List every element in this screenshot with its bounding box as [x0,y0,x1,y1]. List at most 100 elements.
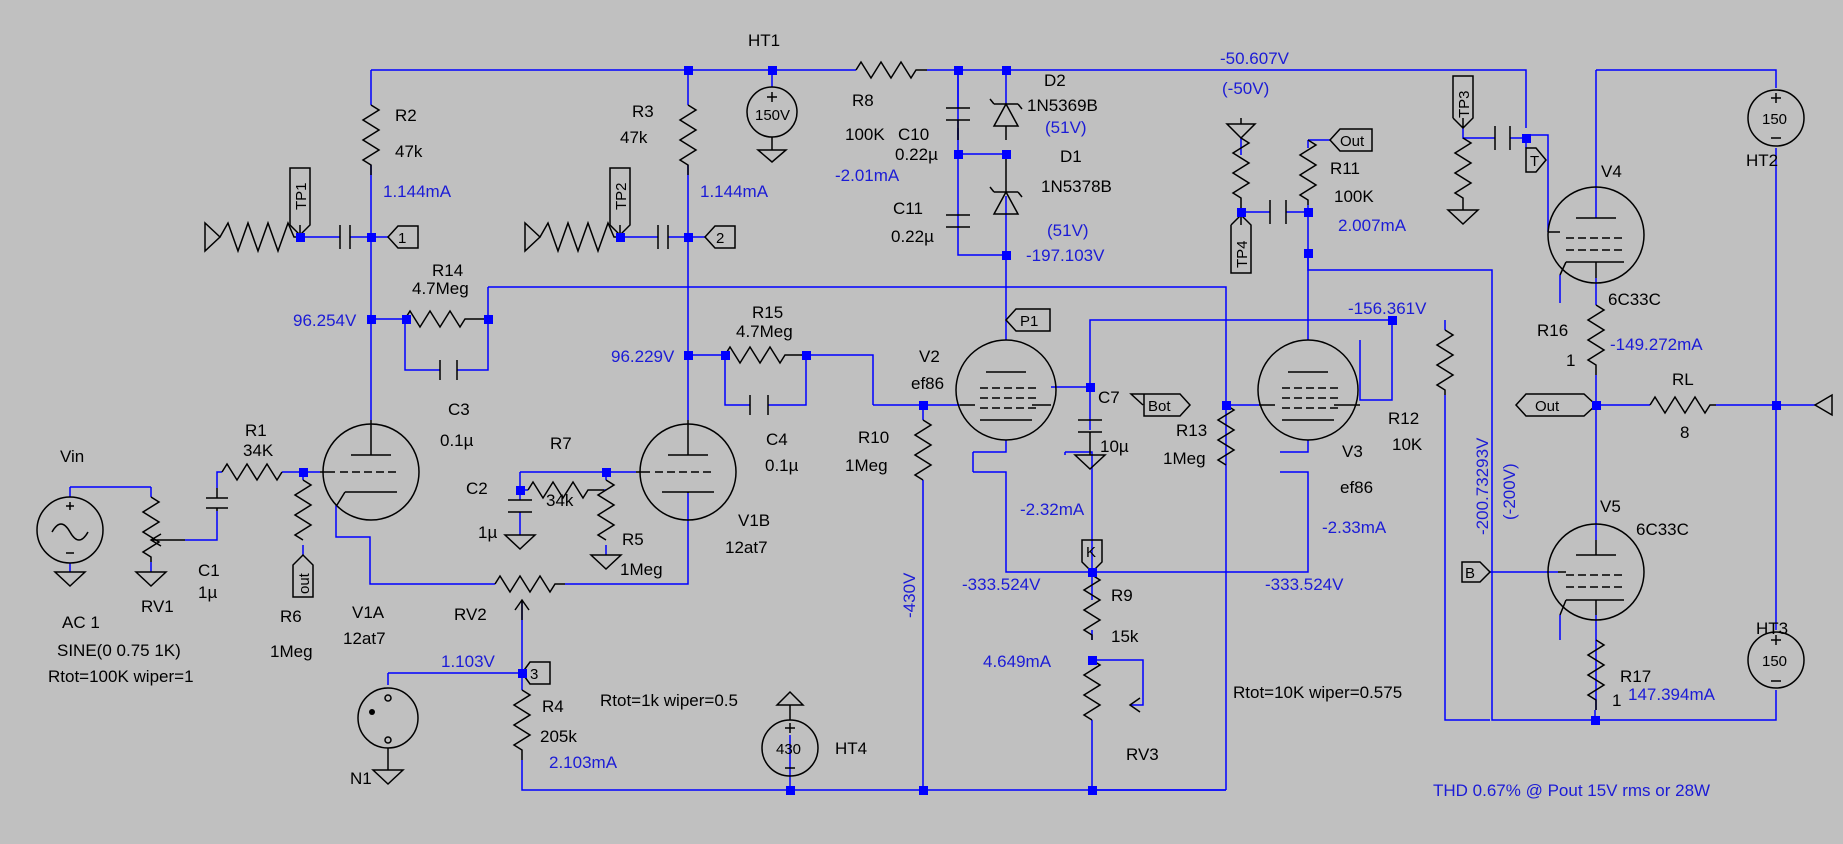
meas-156v: -156.361V [1348,299,1427,318]
label-r9: R9 [1111,586,1133,605]
label-rtot2: Rtot=1k wiper=0.5 [600,691,738,710]
label-r2: R2 [395,106,417,125]
label-r17-val: 1 [1612,691,1621,710]
ac1-source [36,496,104,564]
label-rl-val: 8 [1680,423,1689,442]
rl-resistor [1649,395,1716,415]
label-c10-val: 0.22µ [895,145,938,164]
flag-out-right [1514,393,1598,417]
v1b-tube [636,420,737,521]
label-rtot1: Rtot=100K wiper=1 [48,667,194,686]
label-r11: R11 [1330,159,1360,178]
meas-50607v: -50.607V [1220,49,1290,68]
c1-capacitor [206,497,228,509]
label-r3-val: 47k [620,128,648,147]
label-r1: R1 [245,421,267,440]
label-n1: N1 [350,769,372,788]
meas-d1-voltage: (51V) [1047,221,1089,240]
r1-resistor [221,462,283,482]
label-v4: V4 [1601,162,1622,181]
meas-r17-current: 147.394mA [1628,685,1716,704]
label-rl: RL [1672,370,1694,389]
r3-resistor [678,104,698,175]
label-out-v: out [296,572,313,594]
label-r4-val: 205k [540,727,577,746]
meas-v1b-plate: 96.229V [611,347,675,366]
label-r4: R4 [542,697,564,716]
label-c7: C7 [1098,388,1120,407]
flag-p1 [1004,308,1051,332]
label-ac1: AC 1 [62,613,100,632]
label-ht4-val: 430 [776,741,801,758]
label-v2-val: ef86 [911,374,944,393]
rv3-wiper [1128,697,1141,713]
label-v1b: V1B [738,511,770,530]
rv2-potentiometer [494,574,565,594]
label-v1a-val: 12at7 [343,629,386,648]
ground-r5 [589,554,623,571]
label-c11-val: 0.22µ [891,227,934,246]
rv3-potentiometer [1082,659,1102,721]
label-c1-val: 1µ [198,583,217,602]
junctions [296,66,1781,795]
meas-r11-current: 2.007mA [1338,216,1407,235]
flag-3 [521,661,551,685]
flag-t [1525,147,1547,173]
r9-resistor [1082,574,1102,640]
label-v2: V2 [919,347,940,366]
tp1-resistor [219,220,300,254]
label-k: K [1086,544,1096,561]
r14-resistor [404,309,488,329]
label-ht3-val: 150 [1762,653,1787,670]
label-d2-val: 1N5369B [1027,96,1098,115]
label-r16-val: 1 [1566,351,1575,370]
flag-1 [386,225,419,249]
label-c3-val: 0.1µ [440,431,474,450]
label-out-right: Out [1535,398,1560,415]
label-c4-val: 0.1µ [765,456,799,475]
label-ht3: HT3 [1756,619,1788,638]
label-r8-val: 100K [845,125,885,144]
r4-resistor [512,689,532,760]
d2-zener [989,98,1023,140]
label-v1b-val: 12at7 [725,538,768,557]
label-ht2-val: 150 [1762,111,1787,128]
rv2-wiper [514,598,530,620]
r10-resistor [913,419,933,481]
label-ht4: HT4 [835,739,867,758]
r16-resistor [1586,304,1606,375]
flag-b [1461,561,1492,583]
meas-430v: -430V [900,572,919,618]
meas-r3-current: 1.144mA [700,182,769,201]
label-r10: R10 [858,428,889,447]
label-rv1: RV1 [141,597,174,616]
label-c2-val: 1µ [478,523,497,542]
label-t: T [1530,153,1539,170]
tp2-cap [657,225,669,249]
d1-zener [989,154,1023,215]
ground-ac1 [53,571,87,588]
label-out-top: Out [1340,133,1365,150]
label-r15-val: 4.7Meg [736,322,793,341]
flag-out-v [292,553,314,598]
label-r5: R5 [622,530,644,549]
ground-c7 [1073,454,1107,471]
r6-resistor [293,479,313,541]
v4-tube [1547,186,1645,284]
label-r6-val: 1Meg [270,642,313,661]
label-r12: R12 [1388,409,1419,428]
label-c10: C10 [898,125,929,144]
c3-capacitor [439,360,458,380]
meas-r4-current: 2.103mA [549,753,618,772]
label-node-1: 1 [398,230,406,247]
tp1-cap [339,225,351,249]
tp3-resistor [1453,137,1473,210]
meas-1103v: 1.103V [441,652,496,671]
label-c11: C11 [893,199,923,218]
tp3-cap [1494,126,1511,150]
tp4-cap [1269,200,1287,224]
r2-resistor [361,104,381,175]
label-p1: P1 [1020,313,1038,330]
ht1-source [746,86,798,163]
label-r11-val: 100K [1334,187,1374,206]
